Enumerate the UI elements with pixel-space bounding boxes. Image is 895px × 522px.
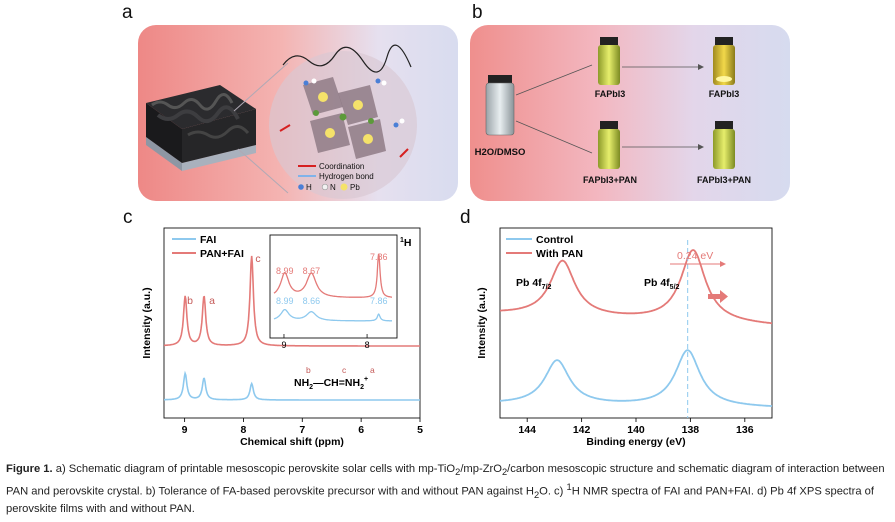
figure-caption: Figure 1. a) Schematic diagram of printa…: [6, 462, 891, 517]
nmr-inset-red-label: 7.86: [370, 252, 388, 262]
nmr-legend-panfai: PAN+FAI: [200, 248, 244, 260]
caption-sub-h2o: 2: [533, 489, 540, 500]
xps-tick-label: 144: [518, 424, 536, 436]
fa-molecule: b c a NH2—CH=NH2+: [294, 365, 375, 391]
nmr-inset-line-1: [273, 253, 392, 298]
nmr-legend-fai: FAI: [200, 234, 216, 246]
xps-tick-label: 136: [736, 424, 754, 436]
device-stack-illustration: [146, 85, 256, 171]
xps-shift-arrowhead: [720, 261, 726, 267]
panel-label-d: d: [460, 207, 471, 228]
vial-fapbi3-pan-stable: [713, 121, 735, 169]
vial-fapbi3-precipitated: [713, 37, 735, 85]
mol-label-a: a: [370, 365, 375, 375]
nmr-inset-frame: [269, 234, 398, 339]
nmr-x-ticks: 9 8 7 6 5: [182, 418, 423, 436]
caption-lead: Figure 1.: [6, 463, 53, 475]
label-top-right: FAPbI3: [709, 89, 740, 99]
nmr-plot-area: [163, 227, 421, 419]
panel-label-b: b: [472, 2, 483, 23]
nmr-tick-label: 8: [241, 424, 247, 436]
xps-tick-label: 138: [682, 424, 700, 436]
xps-tick-label: 142: [573, 424, 591, 436]
xps-tick-label: 140: [627, 424, 645, 436]
xps-shift-arrow: [708, 290, 728, 303]
nmr-tick-label: 9: [182, 424, 188, 436]
xps-series-line-1: [500, 249, 772, 325]
caption-sup-1h: 1: [566, 481, 572, 492]
vial-fapbi3-initial: [598, 37, 620, 85]
nmr-series-line-1: [163, 255, 420, 347]
caption-sub-zro2: 2: [501, 467, 508, 478]
caption-text-3: /carbon mesoscopic structure and schemat…: [507, 463, 729, 475]
panel-label-a: a: [122, 2, 133, 23]
label-bottom-left: FAPbI3+PAN: [583, 175, 637, 185]
nmr-inset-blue-label: 7.86: [370, 296, 388, 306]
caption-text-4: diagram of interaction between PAN and p…: [6, 463, 885, 498]
nmr-chart: 9 8 7 6 5 FAI PAN+FAI b a c b c a NH2—CH=NH2…: [141, 227, 423, 448]
xps-x-ticks: 144 142 140 138 136: [518, 418, 754, 436]
label-bottom-right: FAPbI3+PAN: [697, 175, 751, 185]
nmr-series: [163, 255, 420, 401]
nmr-tick-label: 7: [299, 424, 305, 436]
xps-legend-withpan: With PAN: [536, 248, 583, 260]
panel-a-schematic: Coordination Hydrogen bond H N Pb: [146, 44, 417, 199]
legend-coordination: Coordination: [319, 162, 364, 171]
nmr-inset-red-label: 8.67: [303, 266, 321, 276]
xps-xlabel: Binding energy (eV): [586, 436, 685, 448]
xps-ylabel: Intensity (a.u.): [476, 287, 488, 358]
nmr-inset-tick-label: 9: [281, 340, 286, 350]
legend-n: N: [330, 183, 336, 192]
peak-label-a: a: [209, 295, 215, 307]
nmr-xlabel: Chemical shift (ppm): [240, 436, 344, 448]
nmr-ylabel: Intensity (a.u.): [141, 287, 153, 358]
panel-label-c: c: [123, 207, 133, 228]
solvent-label: H2O/DMSO: [475, 147, 526, 158]
xps-series: [500, 249, 773, 407]
mol-label-b: b: [306, 365, 311, 375]
peak-label-b: b: [187, 295, 193, 307]
peak-label-c: c: [255, 253, 260, 265]
panel-b-vials: H2O/DMSO FAPbI3 FAPbI3 FAPbI3+PAN FAPbI3…: [475, 37, 751, 185]
nmr-inset-tick-label: 8: [365, 340, 370, 350]
legend-hbond: Hydrogen bond: [319, 172, 374, 181]
nmr-inset-blue-label: 8.99: [276, 296, 294, 306]
nmr-axes-frame: [163, 227, 421, 419]
xps-series-line-0: [500, 349, 773, 407]
xps-chart: 144 142 140 138 136 Control With PAN Pb 4f7/…: [476, 227, 773, 448]
xps-peak-label-72: Pb 4f7/2: [516, 277, 552, 291]
caption-text-1: a) Schematic diagram of printable mesosc…: [55, 463, 456, 475]
nmr-series-line-0: [164, 370, 420, 401]
nucleus-label: 1H: [400, 237, 412, 249]
caption-sub-tio2: 2: [455, 467, 461, 478]
nmr-tick-label: 5: [417, 424, 423, 436]
nmr-tick-label: 6: [358, 424, 364, 436]
caption-text-5: O. c): [539, 485, 564, 498]
panel-b-background: [470, 25, 790, 201]
vial-solvent: [485, 75, 515, 136]
legend-pb: Pb: [350, 183, 360, 192]
mol-label-c: c: [342, 365, 347, 375]
label-top-left: FAPbI3: [595, 89, 626, 99]
vial-fapbi3-pan-initial: [598, 121, 620, 169]
xps-peak-label-52: Pb 4f5/2: [644, 277, 680, 291]
nmr-inset-line-0: [273, 308, 392, 322]
legend-h: H: [306, 183, 312, 192]
nmr-inset-red-label: 8.99: [276, 266, 294, 276]
mol-formula: NH2—CH=NH2+: [294, 376, 368, 391]
caption-text-2: /mp-ZrO: [460, 463, 502, 475]
nmr-inset-series: 9 8 8.99 8.67 7.86 8.99 8.66 7.86: [273, 252, 392, 350]
perovskite-lattice: [303, 77, 405, 159]
xps-legend-control: Control: [536, 234, 573, 246]
caption-text-7: NMR spectra of FAI and PAN+FAI. d) Pb 4f…: [6, 485, 875, 516]
nmr-inset-blue-label: 8.66: [303, 296, 321, 306]
caption-text-6: H: [571, 485, 580, 498]
xps-shift-label: 0.24 eV: [677, 250, 713, 262]
